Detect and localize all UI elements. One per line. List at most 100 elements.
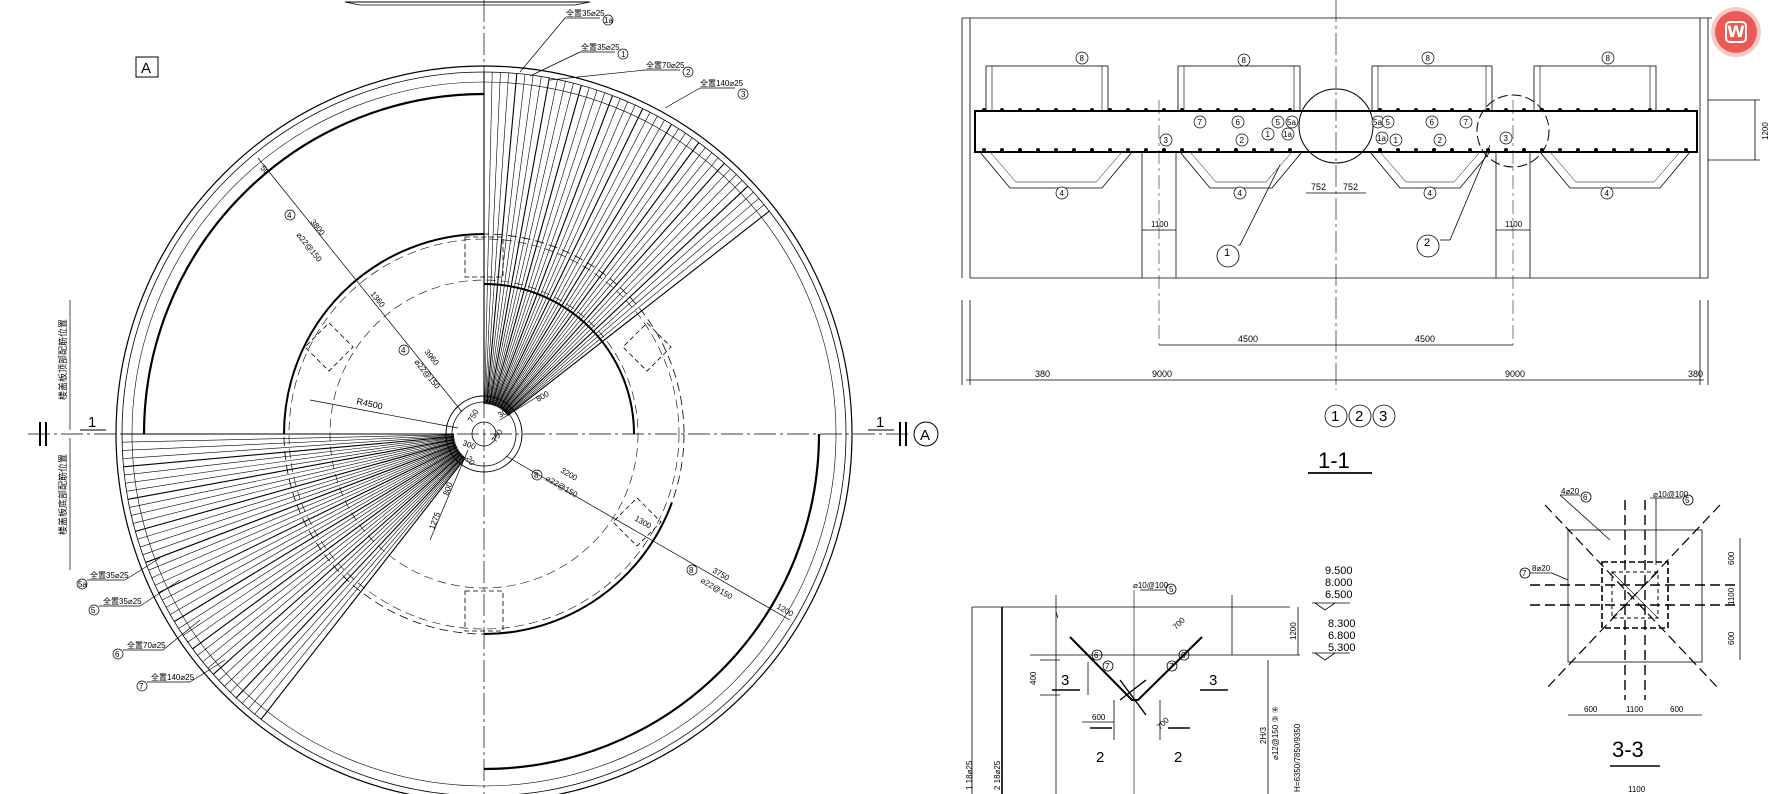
elev-lower-3: 5.300 (1328, 642, 1356, 654)
sec11-callout: 4 (1605, 189, 1610, 198)
sec11-dim-9000-left: 9000 (1152, 369, 1172, 379)
elev-lower-1: 8.300 (1328, 618, 1356, 630)
sec11-callout: 1a (1377, 134, 1386, 143)
plan-dim-800b: 800 (441, 481, 454, 497)
section-mark-right: 1 (876, 414, 884, 431)
ring-note-3-dim: 3200 (559, 466, 579, 483)
ring-note-4-num: 8 (689, 566, 694, 575)
sec11-dim-4500-left: 4500 (1238, 334, 1258, 344)
sec22-vnote-5: H=6350/7850/9350 (1293, 723, 1302, 792)
sec11-callout: 8 (1606, 54, 1611, 63)
sec11-callout: 6 (1430, 118, 1435, 127)
sec22-callout-7a: 7 (1105, 662, 1110, 671)
sec33-note-5: ⌀10@100 (1653, 490, 1689, 499)
sec33-dim-below: 1100 (1628, 785, 1646, 794)
sec11-callout: 8 (1080, 54, 1085, 63)
sec22-vnote-4: ⌀12@150 ③ ④ (1271, 706, 1280, 760)
ring-note-4: ⌀22@150 (699, 576, 734, 602)
sec11-dim-4500-right: 4500 (1415, 334, 1435, 344)
sec11-ref-3: 3 (1379, 408, 1387, 425)
elev-upper-3: 6.500 (1325, 589, 1353, 601)
sec11-ref-1: 1 (1331, 408, 1339, 425)
circular-plan-view: A (28, 0, 939, 794)
sec22-vnote-2: 2 18⌀25 (993, 760, 1002, 790)
sec11-callout: 7 (1464, 118, 1469, 127)
sec11-detail-1: 1 (1224, 247, 1230, 259)
sec11-dim-752-left: 752 (1311, 182, 1326, 192)
section-3-3 (1519, 491, 1741, 767)
sec33-dim-bottom-2: 1100 (1626, 705, 1644, 714)
ring-note-1-dim: 3800 (308, 218, 327, 238)
bottom-note-5a-num: 5a (78, 580, 87, 589)
sec22-dim-400: 400 (1029, 671, 1038, 685)
sec11-callout: 3 (1504, 134, 1509, 143)
sec11-dim-752-right: 752 (1343, 182, 1358, 192)
sec22-dim-1200: 1200 (1289, 622, 1298, 640)
sec22-dim-700-top: 700 (1171, 615, 1187, 631)
sec11-callout: 8 (1426, 54, 1431, 63)
bottom-note-6: 全置70⌀25 (127, 640, 166, 650)
sec22-rebar-top-num: 5 (1169, 585, 1174, 594)
sec11-callout: 8 (1242, 56, 1247, 65)
sec33-dim-side-1: 600 (1727, 551, 1736, 565)
plan-dim-1360: 1360 (368, 290, 387, 310)
sec11-callout: 5 (1276, 118, 1281, 127)
sec33-dim-bottom-1: 600 (1584, 705, 1598, 714)
top-note-3: 全置140⌀25 (700, 78, 744, 88)
sec11-ref-2: 2 (1355, 408, 1363, 425)
plan-dim-50: 50 (258, 164, 271, 177)
sec22-mark-2-right: 2 (1174, 749, 1182, 766)
sec33-note-6: 4⌀20 (1561, 487, 1580, 496)
sec22-mark-3-right: 3 (1209, 672, 1217, 689)
top-note-1-num: 1 (621, 50, 626, 59)
sec22-mark-3-left: 3 (1061, 672, 1069, 689)
sec11-callout: 6 (1236, 118, 1241, 127)
side-label-bottom: 楼盖板底部配筋位置 (57, 454, 68, 535)
sec11-dim-380-right: 380 (1688, 369, 1703, 379)
sec33-note-5-num: 5 (1685, 496, 1690, 505)
top-note-1a: 全置35⌀25 (566, 8, 605, 18)
sec11-callout: 7 (1198, 118, 1203, 127)
sec22-dim-600: 600 (1092, 713, 1106, 722)
sec33-note-7: 8⌀20 (1532, 564, 1551, 573)
sec22-callout-6a: 6 (1094, 651, 1099, 660)
sec22-callout-6b: 6 (1181, 651, 1186, 660)
sec11-dim-1100-right: 1100 (1505, 220, 1523, 229)
wps-app-button[interactable]: W (1715, 11, 1757, 53)
sec33-note-7-num: 7 (1522, 569, 1527, 578)
plan-dim-1275: 1275 (427, 510, 442, 530)
sec33-dim-side-2: 1100 (1727, 587, 1736, 605)
top-note-1: 全置35⌀25 (581, 42, 620, 52)
sec11-callout: 4 (1428, 189, 1433, 198)
bottom-note-5a: 全置35⌀25 (90, 570, 129, 580)
elev-lower-2: 6.800 (1328, 630, 1356, 642)
section-mark-left: 1 (88, 414, 96, 431)
side-label-top: 楼盖板顶部配筋位置 (57, 319, 68, 400)
sec22-callout-7b: 7 (1169, 662, 1174, 671)
plan-box-label: A (141, 60, 151, 77)
sec11-title: 1-1 (1318, 448, 1350, 473)
plan-dim-750a: 750 (466, 407, 481, 424)
sec33-note-6-num: 6 (1583, 493, 1588, 502)
plan-dim-1300: 1300 (633, 514, 653, 531)
sec11-callout: 2 (1240, 136, 1245, 145)
sec11-dim-1200: 1200 (1761, 122, 1770, 140)
ring-note-1-num: 4 (287, 211, 292, 220)
sec22-vnote-1: 1 18⌀25 (965, 760, 974, 790)
bottom-note-7: 全置140⌀25 (151, 672, 195, 682)
bottom-note-5: 全置35⌀25 (103, 596, 142, 606)
plan-dim-300b: 300 (461, 438, 477, 451)
top-note-2-num: 2 (686, 68, 691, 77)
sec11-callout: 3 (1164, 136, 1169, 145)
sec22-vnote-3: 2H/3 (1259, 727, 1268, 744)
sec11-dim-9000-right: 9000 (1505, 369, 1525, 379)
wps-icon: W (1725, 21, 1747, 43)
plan-dim-800: 800 (535, 389, 552, 404)
top-note-2: 全置70⌀25 (646, 60, 685, 70)
sec22-rebar-top: ⌀10@100 (1133, 581, 1169, 590)
sec11-callout: 4 (1238, 189, 1243, 198)
bottom-note-7-num: 7 (139, 682, 144, 691)
sec11-callout: 5a (1287, 118, 1296, 127)
sec33-title: 3-3 (1612, 737, 1644, 762)
sec11-detail-2: 2 (1424, 237, 1430, 249)
